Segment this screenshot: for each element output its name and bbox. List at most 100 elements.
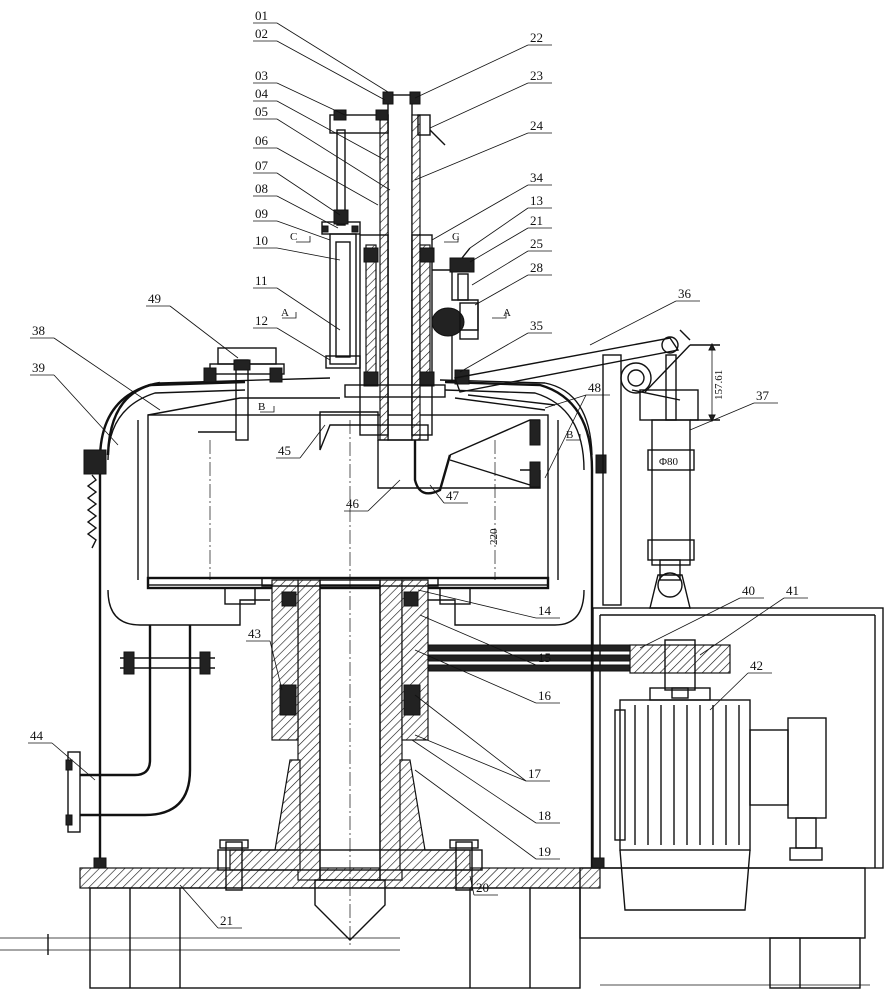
leader-line <box>276 247 341 261</box>
part-label-14: 14 <box>538 603 552 618</box>
leader-line <box>276 195 339 229</box>
part-label-07: 07 <box>255 158 269 173</box>
part-label-39: 39 <box>32 360 45 375</box>
leader-line <box>469 207 529 249</box>
leader-line <box>299 424 326 459</box>
part-label-04: 04 <box>255 86 269 101</box>
part-label-43: 43 <box>248 626 261 641</box>
part-label-46: 46 <box>346 496 360 511</box>
part-label-48: 48 <box>588 380 601 395</box>
leader-line <box>276 100 386 161</box>
part-label-08: 08 <box>255 181 268 196</box>
part-label-12: 12 <box>255 313 268 328</box>
leader-line <box>414 694 527 782</box>
main-shaft <box>217 420 483 945</box>
part-label-28: 28 <box>530 260 543 275</box>
leader-line <box>367 479 401 512</box>
dimension-inner-height: 220 <box>488 528 500 545</box>
leader-line <box>276 172 341 216</box>
part-label-10: 10 <box>255 233 268 248</box>
leader-line <box>276 327 331 361</box>
part-label-47: 47 <box>446 488 460 503</box>
part-label-09: 09 <box>255 206 268 221</box>
leader-line <box>544 394 587 409</box>
leader-lines <box>28 22 808 929</box>
leader-line <box>276 220 331 241</box>
section-mark-c-right: C <box>452 231 459 243</box>
leader-line <box>544 394 587 479</box>
leader-line <box>459 332 529 373</box>
leader-line <box>276 118 391 191</box>
part-label-44: 44 <box>30 728 44 743</box>
leader-line <box>276 82 346 116</box>
feed-port <box>198 347 285 441</box>
part-label-35: 35 <box>530 318 543 333</box>
leader-line <box>469 227 529 263</box>
upper-column <box>329 91 446 441</box>
part-label-37: 37 <box>756 388 770 403</box>
leader-line <box>276 22 389 93</box>
part-label-11: 11 <box>255 273 268 288</box>
leader-line <box>414 649 537 704</box>
leader-line <box>276 147 379 206</box>
leader-line <box>471 250 529 286</box>
part-label-41: 41 <box>786 583 799 598</box>
part-label-42: 42 <box>750 658 763 673</box>
lid-lift-arm <box>454 329 720 609</box>
top-cover <box>106 377 607 474</box>
part-label-45: 45 <box>278 443 291 458</box>
dimensions: 157.61 Φ80 220 <box>488 370 725 545</box>
leader-line <box>429 82 529 129</box>
leader-line <box>53 374 119 446</box>
leader-line <box>639 597 741 649</box>
leader-line <box>414 734 527 782</box>
part-label-36: 36 <box>678 286 692 301</box>
brake-assembly <box>431 247 479 385</box>
part-label-19: 19 <box>538 844 551 859</box>
leader-line <box>689 402 755 431</box>
belt-drive <box>414 639 731 699</box>
part-labels: 0102030405060708091011122223243413212528… <box>30 8 799 928</box>
basket-drum <box>107 397 585 626</box>
part-label-16: 16 <box>538 688 552 703</box>
leader-line <box>179 884 219 929</box>
part-label-22: 22 <box>530 30 543 45</box>
dimension-cylinder-bore: Φ80 <box>659 456 679 468</box>
leader-line <box>51 742 96 781</box>
part-label-20: 20 <box>476 880 489 895</box>
foot-bolts <box>219 839 479 891</box>
discharge-pipe <box>65 625 215 833</box>
section-marks: C C A A B B <box>258 231 581 441</box>
part-label-03: 03 <box>255 68 268 83</box>
part-label-21: 21 <box>530 213 543 228</box>
part-label-38: 38 <box>32 323 45 338</box>
section-mark-a-left: A <box>281 307 289 319</box>
leader-line <box>429 484 445 504</box>
leader-line <box>276 287 341 331</box>
leader-line <box>169 305 239 359</box>
part-label-21: 21 <box>220 913 233 928</box>
leader-line <box>414 44 529 99</box>
motor-fins <box>634 705 740 845</box>
part-label-15: 15 <box>538 650 551 665</box>
leader-line <box>276 40 386 101</box>
part-label-02: 02 <box>255 26 268 41</box>
part-label-24: 24 <box>530 118 544 133</box>
section-mark-c-left: C <box>290 231 297 243</box>
leader-line <box>269 640 283 691</box>
dimension-vertical-right: 157.61 <box>713 370 725 400</box>
leader-line <box>53 337 161 411</box>
scraper-assembly <box>319 394 556 495</box>
section-mark-b-right: B <box>566 429 573 441</box>
base-frame <box>0 867 870 989</box>
lid-latch <box>83 449 107 549</box>
part-label-06: 06 <box>255 133 269 148</box>
part-label-18: 18 <box>538 808 551 823</box>
motor <box>614 687 827 911</box>
section-mark-b-left: B <box>258 401 265 413</box>
leader-line <box>417 589 537 619</box>
part-label-23: 23 <box>530 68 543 83</box>
bearing-lower-left <box>279 591 421 716</box>
